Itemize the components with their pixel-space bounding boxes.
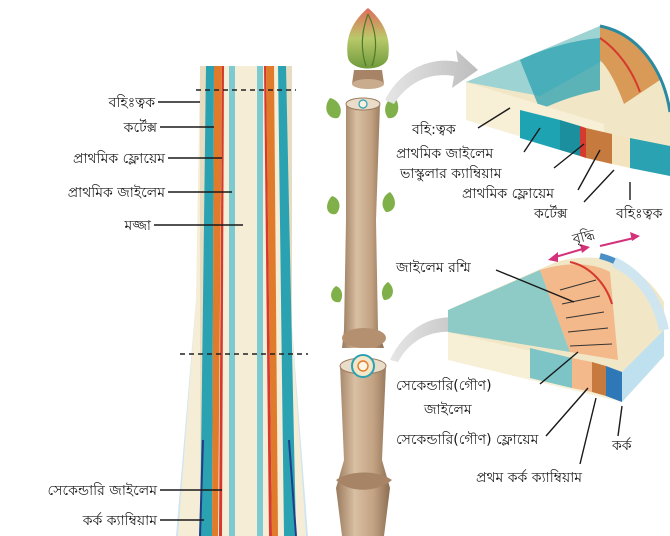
label-pith: মজ্জা xyxy=(123,218,151,234)
lower-stem xyxy=(336,366,390,536)
top-wedge xyxy=(466,26,670,176)
label-epidermis: বহিঃত্বক xyxy=(108,94,156,111)
stem-illustration xyxy=(326,8,398,536)
longitudinal-section xyxy=(176,66,308,536)
terminal-bud-icon xyxy=(347,8,389,89)
label-top-cortex: কর্টেক্স xyxy=(533,205,568,222)
label-secondary-xylem: সেকেন্ডারি জাইলেম xyxy=(48,482,158,499)
label-top-vascular-cambium: ভাস্কুলার ক্যাম্বিয়াম xyxy=(399,165,502,182)
label-primary-phloem: প্রাথমিক ফ্লোয়েম xyxy=(73,150,165,167)
label-xylem-rays: জাইলেম রশ্মি xyxy=(395,259,472,276)
label-first-cork-cambium: প্রথম কর্ক ক্যাম্বিয়াম xyxy=(476,469,582,486)
bottom-wedge xyxy=(448,232,664,402)
label-top-epidermis-right: বহিঃত্বক xyxy=(615,205,663,222)
label-primary-xylem: প্রাথমিক জাইলেম xyxy=(68,184,166,201)
zoom-arrow-top xyxy=(385,50,478,104)
label-cork-cambium: কর্ক ক্যাম্বিয়াম xyxy=(82,512,158,529)
label-cortex: কর্টেক্স xyxy=(123,119,158,136)
upper-stem xyxy=(342,104,384,348)
label-top-primary-phloem: প্রাথমিক ফ্লোয়েম xyxy=(462,185,554,202)
label-top-primary-xylem: প্রাথমিক জাইলেম xyxy=(396,145,494,162)
label-cork: কর্ক xyxy=(611,437,632,454)
label-growth: বৃদ্ধি xyxy=(570,226,597,248)
label-top-epidermis: বহি:ত্বক xyxy=(411,121,456,138)
label-secondary-xylem-1: সেকেন্ডারি(গৌণ) xyxy=(396,377,492,394)
label-secondary-xylem-2: জাইলেম xyxy=(423,401,472,418)
label-secondary-phloem: সেকেন্ডারি(গৌণ) ফ্লোয়েম xyxy=(396,431,539,448)
